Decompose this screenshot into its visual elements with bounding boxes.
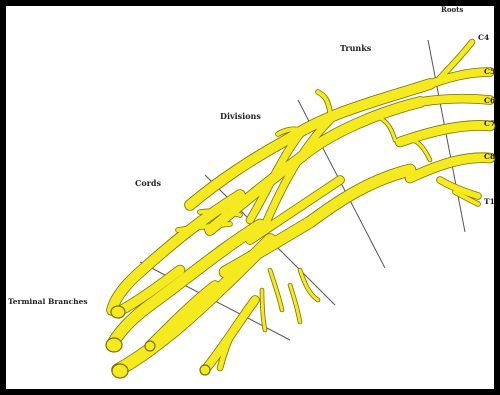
root-c6 [420,99,490,102]
label-c8: C8 [484,152,495,161]
label-c7: C7 [484,119,495,128]
label-c4: C4 [478,33,489,42]
label-roots: Roots [441,5,463,14]
end-1 [111,306,125,318]
label-c6: C6 [484,96,495,105]
label-terminal-branches: Terminal Branches [8,297,88,306]
label-trunks: Trunks [340,43,372,53]
label-divisions: Divisions [220,111,261,121]
label-cords: Cords [135,178,162,188]
label-t1: T1 [484,197,495,206]
end-4 [145,341,155,351]
end-5 [200,365,210,375]
end-3 [112,364,128,378]
label-c5: C5 [484,67,495,76]
end-2 [106,338,122,352]
